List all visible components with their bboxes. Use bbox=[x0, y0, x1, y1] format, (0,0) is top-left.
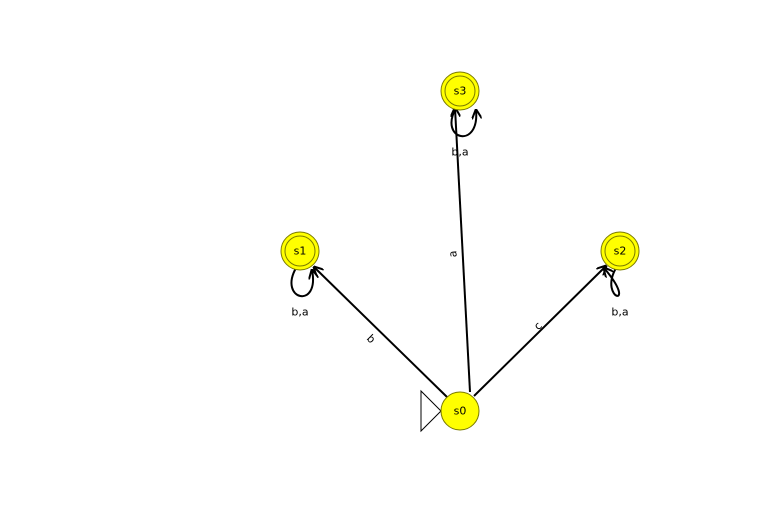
state-s1[interactable]: s1 bbox=[280, 231, 320, 271]
state-label-s2: s2 bbox=[614, 245, 627, 258]
edge-label-s0-s1: b bbox=[364, 332, 378, 346]
initial-state-marker bbox=[420, 389, 442, 433]
state-label-s1: s1 bbox=[294, 245, 307, 258]
loop-s3[interactable] bbox=[450, 107, 476, 138]
transition-labels: b a c b,a b,a b,a bbox=[291, 146, 628, 347]
edge-s0-s3[interactable] bbox=[455, 108, 471, 393]
loop-label-s1: b,a bbox=[291, 306, 308, 319]
accepting-ring-s1 bbox=[284, 235, 316, 267]
accepting-ring-s2 bbox=[604, 235, 636, 267]
edge-label-s0-s2: c bbox=[531, 319, 544, 332]
loop-label-s3: b,a bbox=[451, 146, 468, 159]
loop-s2[interactable] bbox=[604, 268, 621, 297]
edge-s0-s1[interactable] bbox=[314, 267, 448, 398]
edge-s0-s2[interactable] bbox=[473, 266, 606, 397]
transitions-layer bbox=[290, 107, 621, 398]
state-s2[interactable]: s2 bbox=[600, 231, 640, 271]
state-s0[interactable]: s0 bbox=[440, 391, 480, 431]
state-label-s3: s3 bbox=[454, 85, 467, 98]
edge-label-s0-s3: a bbox=[446, 250, 459, 257]
state-label-s0: s0 bbox=[454, 405, 467, 418]
loop-s1[interactable] bbox=[290, 267, 313, 298]
state-s3[interactable]: s3 bbox=[440, 71, 480, 111]
loop-label-s2: b,a bbox=[611, 306, 628, 319]
accepting-ring-s3 bbox=[444, 75, 476, 107]
